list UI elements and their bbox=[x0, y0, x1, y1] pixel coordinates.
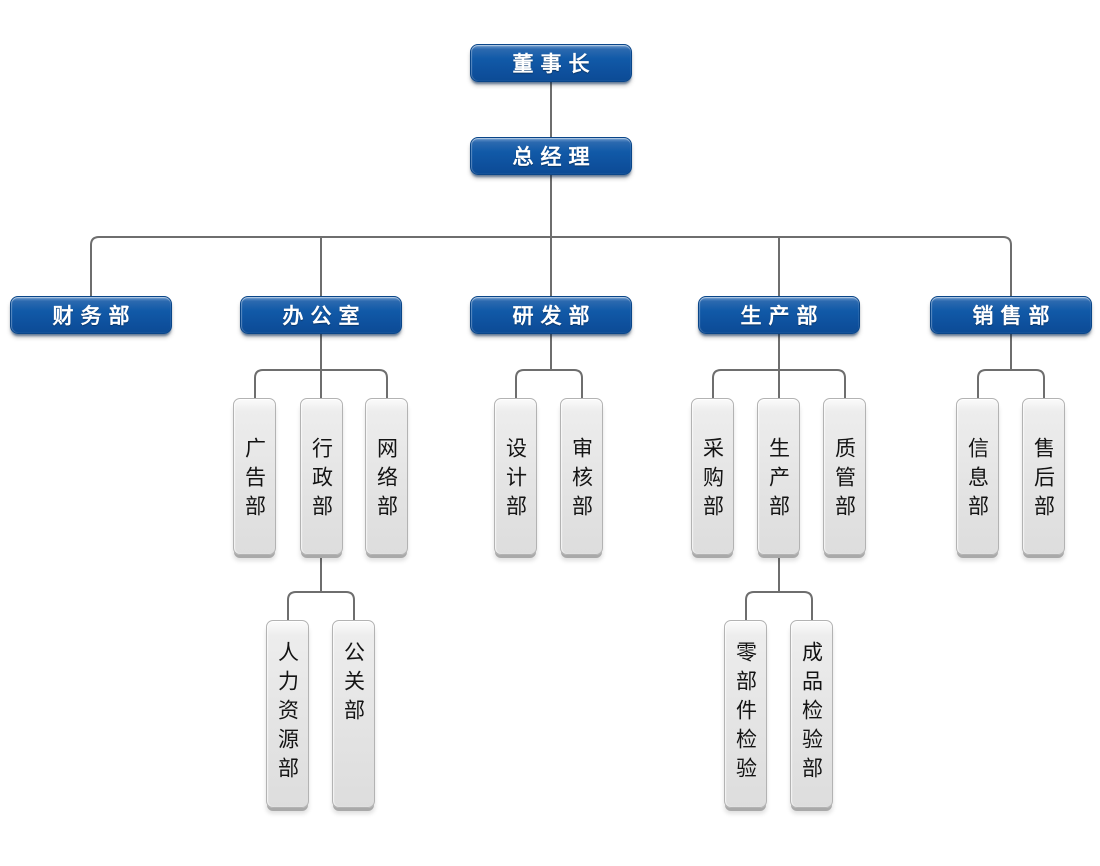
org-node-admin: 行政部 bbox=[300, 398, 343, 555]
org-node-sales: 销售部 bbox=[930, 296, 1092, 334]
org-node-hr: 人力资源部 bbox=[266, 620, 309, 808]
connector-rd-children bbox=[515, 369, 583, 400]
org-node-quality: 质管部 bbox=[823, 398, 866, 555]
org-node-manufacturing: 生产部 bbox=[757, 398, 800, 555]
org-node-info: 信息部 bbox=[956, 398, 999, 555]
org-node-production: 生产部 bbox=[698, 296, 860, 334]
org-node-design: 设计部 bbox=[494, 398, 537, 555]
connector-office-children bbox=[254, 369, 388, 400]
org-node-parts-inspection: 零部件检验 bbox=[724, 620, 767, 808]
org-node-network: 网络部 bbox=[365, 398, 408, 555]
org-node-aftersales: 售后部 bbox=[1022, 398, 1065, 555]
org-node-office: 办公室 bbox=[240, 296, 402, 334]
connector-manufacturing-children bbox=[745, 591, 813, 622]
org-node-rd: 研发部 bbox=[470, 296, 632, 334]
connector-departments-bus bbox=[90, 236, 1012, 300]
org-node-audit: 审核部 bbox=[560, 398, 603, 555]
org-node-chairman: 董事长 bbox=[470, 44, 632, 82]
connector-admin-children bbox=[287, 591, 355, 622]
org-node-purchasing: 采购部 bbox=[691, 398, 734, 555]
connector-production-children bbox=[712, 369, 846, 400]
connector-sales-children bbox=[977, 369, 1045, 400]
org-node-finished-inspection: 成品检验部 bbox=[790, 620, 833, 808]
org-node-advertising: 广告部 bbox=[233, 398, 276, 555]
org-node-general-manager: 总经理 bbox=[470, 137, 632, 175]
org-node-pr: 公关部 bbox=[332, 620, 375, 808]
org-node-finance: 财务部 bbox=[10, 296, 172, 334]
